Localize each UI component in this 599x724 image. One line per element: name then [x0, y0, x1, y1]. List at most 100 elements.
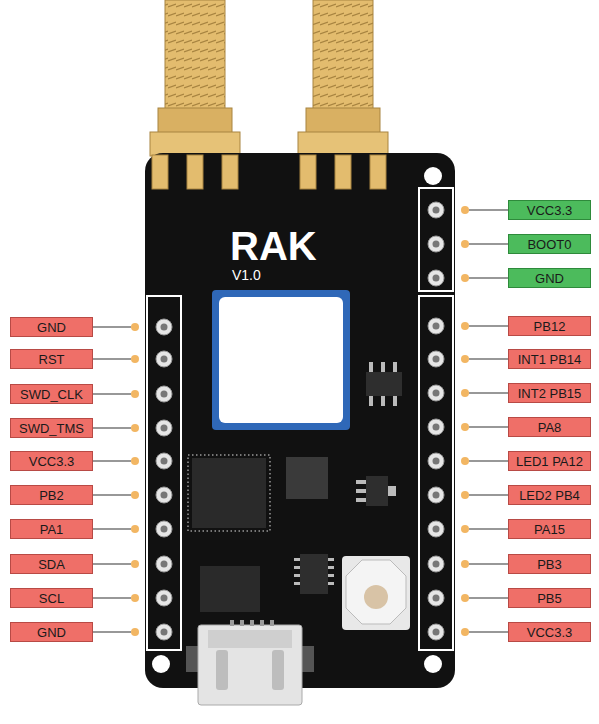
pin-dot	[461, 322, 469, 330]
pin-name: VCC3.3	[527, 626, 573, 639]
leader-line	[469, 358, 508, 359]
pin-name: PA8	[538, 421, 562, 434]
leader-line	[469, 277, 508, 278]
header-pin	[156, 351, 172, 367]
ic-chip	[294, 554, 334, 594]
pin-hole	[161, 595, 168, 602]
pin-hole	[433, 561, 440, 568]
leader-line	[469, 325, 508, 326]
pin-dot	[131, 560, 139, 568]
pin-label: GND	[10, 622, 93, 642]
pin-hole	[161, 526, 168, 533]
regulator-chip	[356, 476, 396, 506]
sma-connector	[150, 0, 240, 156]
leader-line	[469, 494, 508, 495]
header-pin	[428, 453, 444, 469]
brand-logo: RAK	[230, 226, 317, 266]
pcb-board	[145, 153, 455, 688]
pin-name: PB12	[534, 320, 566, 333]
pin-hole	[161, 425, 168, 432]
pin-label: VCC3.3	[10, 451, 93, 471]
mounting-hole	[152, 167, 442, 673]
header-pin	[156, 487, 172, 503]
pin-dot	[461, 457, 469, 465]
pin-hole	[433, 424, 440, 431]
leader-line	[469, 597, 508, 598]
header-pin	[156, 453, 172, 469]
leader-line	[469, 563, 508, 564]
pin-label: GND	[10, 317, 93, 337]
pin-name: RST	[39, 353, 65, 366]
pin-hole	[433, 458, 440, 465]
pin-name: VCC3.3	[29, 455, 75, 468]
header-pin	[428, 270, 444, 286]
pin-dot	[461, 560, 469, 568]
pin-label: LED1 PA12	[508, 451, 591, 471]
ic-chip	[366, 362, 402, 406]
pin-hole	[161, 561, 168, 568]
ic-chip	[286, 457, 328, 499]
pin-hole	[433, 275, 440, 282]
header-pin	[156, 386, 172, 402]
pin-name: INT1 PB14	[518, 353, 582, 366]
header-outline	[147, 188, 453, 650]
header-pin	[428, 236, 444, 252]
leader-line	[93, 631, 131, 632]
pin-label: PA8	[508, 417, 591, 437]
pin-dot	[461, 206, 469, 214]
pin-dot	[461, 491, 469, 499]
pin-label: SDA	[10, 554, 93, 574]
pin-hole	[161, 458, 168, 465]
pin-label: PB5	[508, 588, 591, 608]
pin-label: VCC3.3	[508, 622, 591, 642]
pin-dot	[461, 525, 469, 533]
header-pin	[428, 590, 444, 606]
header-pin	[428, 624, 444, 640]
pin-name: SDA	[38, 558, 65, 571]
pin-dot	[131, 491, 139, 499]
pin-name: PB2	[39, 489, 64, 502]
pin-hole	[433, 492, 440, 499]
pin-name: PA15	[534, 523, 565, 536]
pin-dot	[461, 355, 469, 363]
leader-line	[93, 393, 131, 394]
pin-label: PA1	[10, 519, 93, 539]
header-pin	[156, 521, 172, 537]
pin-name: GND	[37, 626, 66, 639]
pin-label: SWD_TMS	[10, 418, 93, 438]
leader-line	[93, 427, 131, 428]
leader-line	[93, 597, 131, 598]
pin-dot	[461, 240, 469, 248]
pin-label: PB2	[10, 485, 93, 505]
pin-label: GND	[508, 268, 591, 288]
pin-dot	[131, 457, 139, 465]
leader-line	[93, 528, 131, 529]
header-pin	[428, 351, 444, 367]
pin-label: BOOT0	[508, 234, 591, 254]
pin-dot	[131, 355, 139, 363]
pin-label: VCC3.3	[508, 200, 591, 220]
pin-hole	[433, 595, 440, 602]
header-pin	[428, 556, 444, 572]
leader-line	[93, 460, 131, 461]
pin-dot	[131, 628, 139, 636]
pin-name: PB5	[537, 592, 562, 605]
pin-hole	[161, 492, 168, 499]
pin-name: LED1 PA12	[516, 455, 583, 468]
pin-hole	[161, 324, 168, 331]
leader-line	[469, 631, 508, 632]
pin-name: SCL	[39, 592, 64, 605]
pin-hole	[433, 526, 440, 533]
header-pin	[156, 590, 172, 606]
pin-name: BOOT0	[527, 238, 571, 251]
leader-line	[469, 528, 508, 529]
pin-dot	[461, 594, 469, 602]
pin-hole	[161, 391, 168, 398]
pin-dot	[131, 594, 139, 602]
sma-connector	[298, 0, 388, 156]
leader-line	[469, 460, 508, 461]
header-pin	[428, 385, 444, 401]
pin-name: INT2 PB15	[518, 387, 582, 400]
header-pin	[156, 624, 172, 640]
pin-dot	[131, 390, 139, 398]
